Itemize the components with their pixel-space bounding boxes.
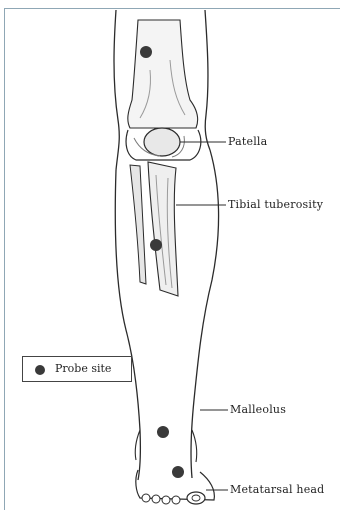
tibial-tuberosity-label: Tibial tuberosity (228, 198, 323, 211)
probe-site-ankle (157, 426, 169, 438)
toe-1 (142, 494, 150, 502)
thigh-outline-right (205, 10, 210, 150)
probe-site-shin (150, 239, 162, 251)
metatarsal-head-label: Metatarsal head (230, 483, 324, 496)
probe-site-thigh (140, 46, 152, 58)
tibia-bone (148, 162, 178, 296)
toe-4 (172, 496, 180, 504)
malleolus-label: Malleolus (230, 403, 286, 416)
probe-site-foot (172, 466, 184, 478)
fibula-bone (130, 165, 146, 284)
patella-bone (144, 128, 180, 156)
femur-bone (128, 20, 198, 128)
toe-2 (152, 495, 160, 503)
legend-probe-dot-icon (35, 365, 45, 375)
toe-3 (162, 496, 170, 504)
legend-label: Probe site (55, 362, 111, 375)
ankle-left (135, 430, 140, 460)
ankle-right (192, 430, 197, 462)
thigh-outline (114, 10, 119, 170)
patella-label: Patella (228, 135, 267, 148)
toe-big (187, 492, 205, 504)
legend-box: Probe site (22, 356, 132, 382)
lower-leg-right-outline (191, 150, 219, 478)
